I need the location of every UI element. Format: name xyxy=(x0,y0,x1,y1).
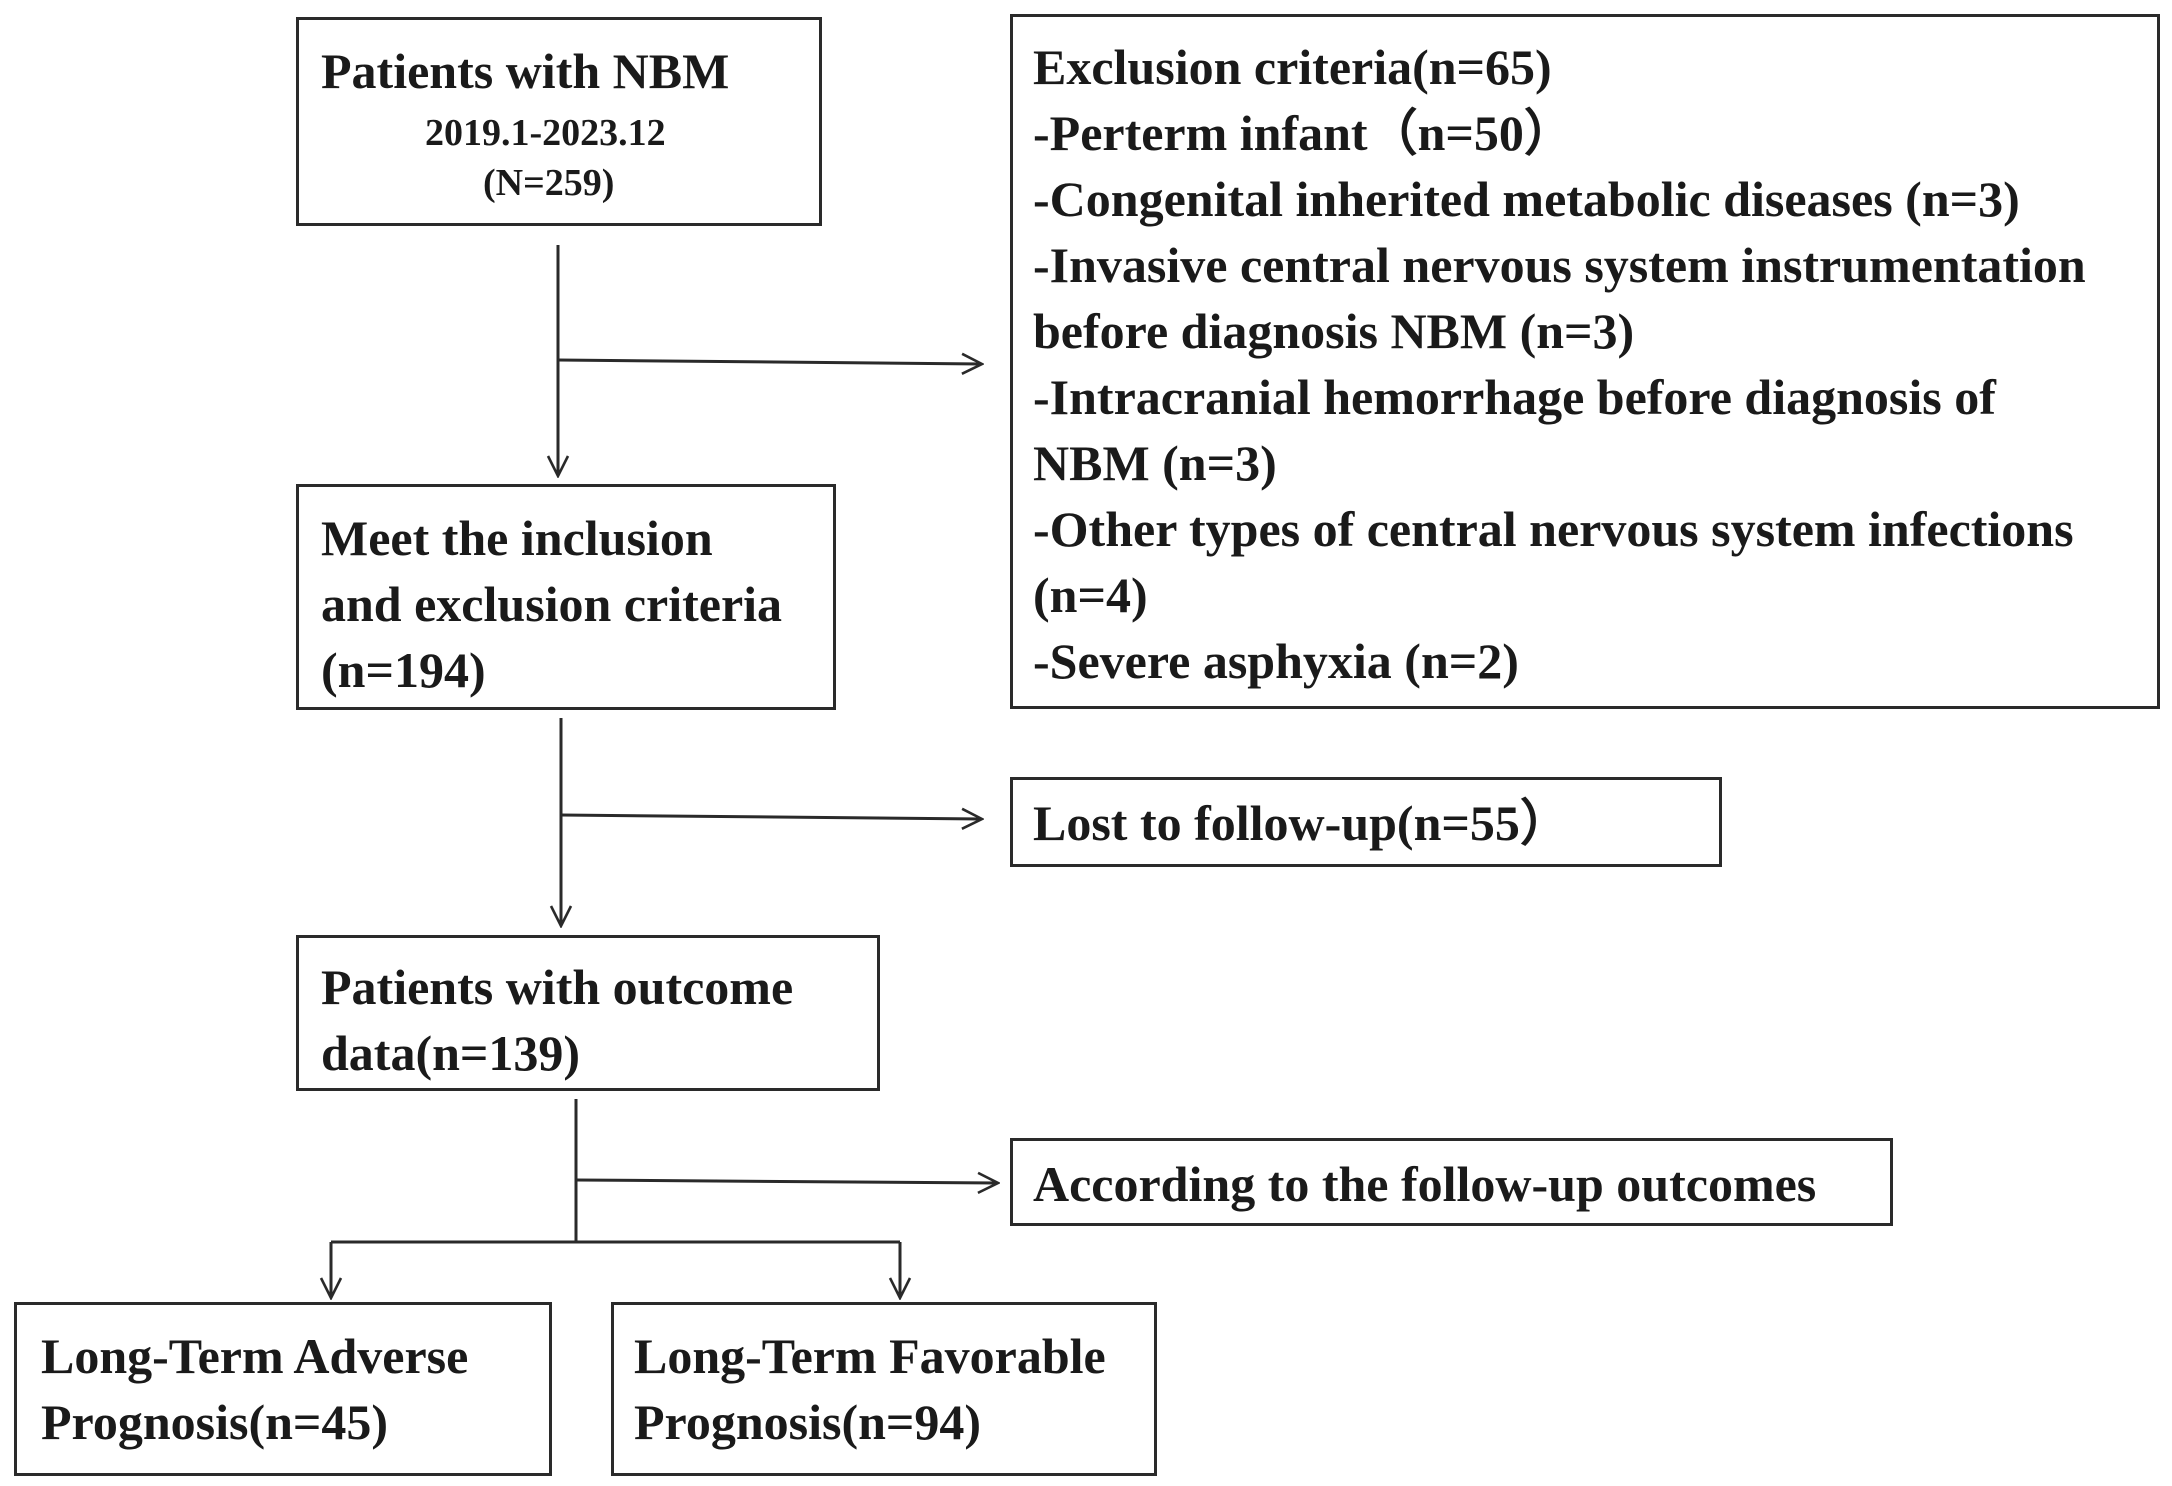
included-box: Meet the inclusion and exclusion criteri… xyxy=(296,484,836,710)
start-box-count: (N=259) xyxy=(483,162,615,204)
outcome-line-1: Patients with outcome xyxy=(321,959,794,1015)
adverse-line-2: Prognosis(n=45) xyxy=(41,1394,389,1450)
exclusion-criteria-box: Exclusion criteria(n=65) -Perterm infant… xyxy=(1010,14,2160,709)
exclusion-line-8: -Other types of central nervous system i… xyxy=(1033,501,2074,557)
arrow-to-lost xyxy=(560,815,982,819)
arrow-to-exclusion xyxy=(557,360,982,364)
start-box-period: 2019.1-2023.12 xyxy=(425,112,666,154)
exclusion-line-1: Exclusion criteria(n=65) xyxy=(1033,39,1552,95)
lost-to-follow-up-text: Lost to follow-up(n=55） xyxy=(1033,795,1570,851)
favorable-line-1: Long-Term Favorable xyxy=(634,1328,1106,1384)
included-line-3: (n=194) xyxy=(321,642,486,698)
exclusion-line-2: -Perterm infant（n=50） xyxy=(1033,105,1574,161)
outcome-data-box: Patients with outcome data(n=139) xyxy=(296,935,880,1091)
adverse-line-1: Long-Term Adverse xyxy=(41,1328,469,1384)
start-box-title: Patients with NBM xyxy=(321,43,730,99)
exclusion-line-5: before diagnosis NBM (n=3) xyxy=(1033,303,1635,359)
adverse-prognosis-box: Long-Term Adverse Prognosis(n=45) xyxy=(14,1302,552,1476)
lost-to-follow-up-box: Lost to follow-up(n=55） xyxy=(1010,777,1722,867)
start-box: Patients with NBM 2019.1-2023.12 (N=259) xyxy=(296,17,822,226)
included-line-2: and exclusion criteria xyxy=(321,576,783,632)
outcome-line-2: data(n=139) xyxy=(321,1025,581,1081)
exclusion-line-9: (n=4) xyxy=(1033,567,1148,623)
arrow-to-grouping xyxy=(575,1180,998,1183)
favorable-line-2: Prognosis(n=94) xyxy=(634,1394,982,1450)
grouping-text: According to the follow-up outcomes xyxy=(1033,1156,1817,1212)
included-line-1: Meet the inclusion xyxy=(321,510,713,566)
exclusion-line-7: NBM (n=3) xyxy=(1033,435,1277,491)
exclusion-line-6: -Intracranial hemorrhage before diagnosi… xyxy=(1033,369,1996,425)
exclusion-line-3: -Congenital inherited metabolic diseases… xyxy=(1033,171,2020,227)
exclusion-line-10: -Severe asphyxia (n=2) xyxy=(1033,633,1519,689)
favorable-prognosis-box: Long-Term Favorable Prognosis(n=94) xyxy=(611,1302,1157,1476)
grouping-box: According to the follow-up outcomes xyxy=(1010,1138,1893,1226)
exclusion-line-4: -Invasive central nervous system instrum… xyxy=(1033,237,2086,293)
